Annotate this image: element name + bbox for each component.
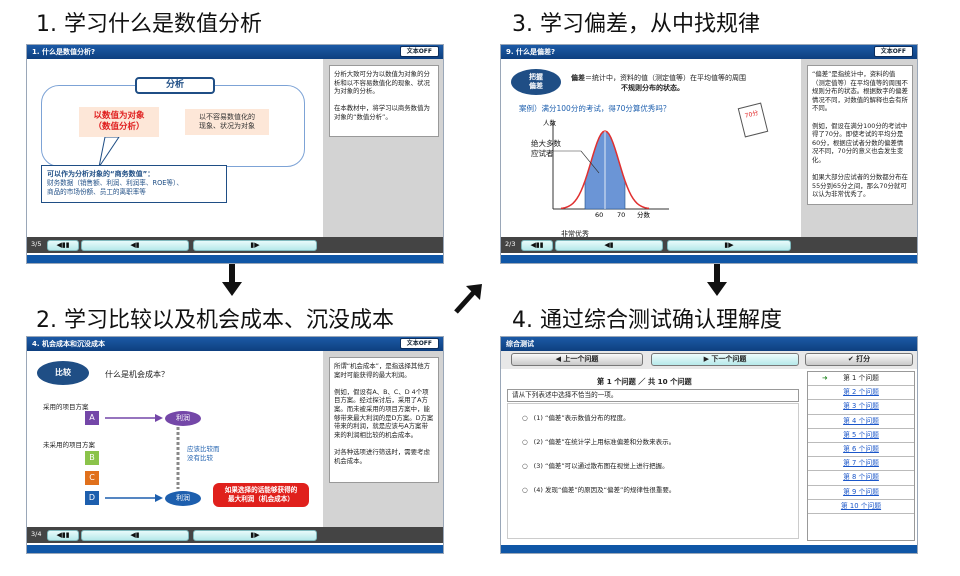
tick-70: 70 (617, 211, 625, 219)
tick-60: 60 (595, 211, 603, 219)
score-distribution-chart: 人数 60 70 分数 (531, 118, 669, 219)
text-off-button[interactable]: 文本OFF (399, 338, 439, 349)
analysis-header: 分析 (135, 77, 215, 94)
quiz-toolbar: ◀ 上一个问题 ▶ 下一个问题 ✔ 打分 (501, 351, 917, 369)
plan-c: C (85, 471, 99, 485)
plan-b: B (85, 451, 99, 465)
adopted-label: 采用的项目方案 (43, 403, 89, 411)
numerical-object-box: 以数值为对象 （数值分析） (79, 107, 159, 137)
text-off-button[interactable]: 文本OFF (399, 46, 439, 57)
question-prompt: 请从下列表述中选择不恰当的一项。 (507, 389, 799, 402)
option-4[interactable]: ○(4) 发现“偏差”的原因及“偏差”的规律性很重要。 (522, 486, 676, 494)
question-list-item[interactable]: 第 3 个问题 (808, 400, 914, 415)
screen-comprehensive-test: 综合测试 ◀ 上一个问题 ▶ 下一个问题 ✔ 打分 第 1 个问题 ／ 共 10… (500, 336, 918, 554)
next-question-button[interactable]: ▶ 下一个问题 (651, 353, 799, 366)
narration-notes: 所谓“机会成本”，是指选择其他方案时可能获得的最大利润。 例如，假设有A、B、C… (329, 357, 439, 483)
play-pause-button[interactable]: ◀▮▮ (521, 240, 553, 251)
screen-title-bar: 综合测试 (501, 337, 917, 351)
screen-title-bar: 1. 什么是数值分析?文本OFF (27, 45, 443, 59)
question-list-item[interactable]: ➜第 1 个问题 (808, 372, 914, 387)
profit-a: 利润 (165, 411, 201, 426)
deviation-definition: 偏差＝统计中，资料的值（测定值等）在平均值等的周围 (571, 74, 746, 82)
not-adopted-label: 未采用的项目方案 (43, 441, 95, 449)
question-text: 什么是机会成本？ (105, 370, 169, 379)
question-list: ➜第 1 个问题 第 2 个问题 第 3 个问题 第 4 个问题 第 5 个问题… (807, 371, 915, 541)
player-controls: 3/4 ◀▮▮ ◀▮ ▮▶ (27, 527, 443, 543)
x-axis-label: 分数 (637, 210, 651, 219)
plan-d: D (85, 491, 99, 505)
callout-pointer (98, 137, 120, 168)
question-list-item[interactable]: 第 5 个问题 (808, 429, 914, 443)
question-list-item[interactable]: 第 9 个问题 (808, 486, 914, 500)
next-button[interactable]: ▮▶ (193, 240, 317, 251)
next-button[interactable]: ▮▶ (193, 530, 317, 541)
question-list-item[interactable]: 第 4 个问题 (808, 415, 914, 429)
arrows-and-compare-line (105, 414, 180, 502)
page-indicator: 2/3 (505, 240, 516, 248)
previous-button[interactable]: ◀▮ (81, 530, 189, 541)
example-question: 案例）满分100分的考试，得70分算优秀吗？ (519, 104, 671, 113)
question-list-item[interactable]: 第 6 个问题 (808, 443, 914, 458)
question-list-item[interactable]: 第 8 个问题 (808, 471, 914, 486)
option-1[interactable]: ○(1) “偏差”表示数值分布的程度。 (522, 414, 630, 422)
play-pause-button[interactable]: ◀▮▮ (47, 240, 79, 251)
step-3-title: 3. 学习偏差，从中找规律 (512, 12, 761, 37)
step-2-title: 2. 学习比较以及机会成本、沉没成本 (36, 308, 395, 333)
profit-d: 利润 (165, 491, 201, 506)
previous-button[interactable]: ◀▮ (81, 240, 189, 251)
score-button[interactable]: ✔ 打分 (805, 353, 913, 366)
screen-title-bar: 9. 什么是偏差?文本OFF (501, 45, 917, 59)
screen-opportunity-cost: 4. 机会成本和沉没成本文本OFF 比较 什么是机会成本？ 采用的项目方案 未采… (26, 336, 444, 554)
step-4-title: 4. 通过综合测试确认理解度 (512, 308, 783, 333)
options-area: ○(1) “偏差”表示数值分布的程度。 ○(2) “偏差”在统计学上用标准偏差和… (507, 403, 799, 539)
option-2[interactable]: ○(2) “偏差”在统计学上用标准偏差和分数来表示。 (522, 438, 676, 446)
should-compare-label: 应该比较而 没有比较 (187, 445, 220, 462)
narration-notes: 分析大致可分为以数值为对象的分析和以不容易数值化的现象、状况为对象的分析。 在本… (329, 65, 439, 137)
screen-numerical-analysis: 1. 什么是数值分析?文本OFF 分析 以数值为对象 （数值分析） 以不容易数值… (26, 44, 444, 264)
most-examinees-label: 绝大多数 应试者 (531, 139, 561, 158)
down-arrow-icon (707, 264, 727, 296)
player-controls: 2/3 ◀▮▮ ◀▮ ▮▶ (501, 237, 917, 253)
player-controls: 3/5 ◀▮▮ ◀▮ ▮▶ (27, 237, 443, 253)
step-1-title: 1. 学习什么是数值分析 (36, 12, 263, 37)
prev-question-button[interactable]: ◀ 上一个问题 (511, 353, 643, 366)
compare-pill: 比较 (37, 361, 89, 385)
text-off-button[interactable]: 文本OFF (873, 46, 913, 57)
narration-notes: “偏差”是指统计中，资料的值（测定值等）在平均值等的周围不规则分布的状态。根据数… (807, 65, 913, 205)
option-3[interactable]: ○(3) “偏差”可以通过散布图在视觉上进行把握。 (522, 462, 669, 470)
page-indicator: 3/5 (31, 240, 42, 248)
grasp-deviation-pill: 把握 偏差 (511, 69, 561, 95)
question-list-item[interactable]: 第 2 个问题 (808, 386, 914, 401)
down-arrow-icon (222, 264, 242, 296)
opportunity-cost-callout: 如果选择的话能够获得的 最大利润（机会成本） (213, 483, 309, 507)
question-list-item[interactable]: 第 10 个问题 (808, 500, 914, 514)
next-button[interactable]: ▮▶ (667, 240, 791, 251)
business-value-callout: 可以作为分析对象的“商务数值”： 财务数据（销售额、利润、利润率、ROE等）、 … (41, 165, 227, 203)
screen-deviation: 9. 什么是偏差?文本OFF 把握 偏差 偏差＝统计中，资料的值（测定值等）在平… (500, 44, 918, 264)
play-pause-button[interactable]: ◀▮▮ (47, 530, 79, 541)
up-right-arrow-icon (454, 284, 482, 314)
non-numerical-object-box: 以不容易数值化的 现象、状况为对象 (185, 109, 269, 135)
excellent-label: 非常优秀 (561, 230, 589, 238)
y-axis-label: 人数 (543, 118, 557, 127)
plan-a: A (85, 411, 99, 425)
question-list-item[interactable]: 第 7 个问题 (808, 457, 914, 472)
previous-button[interactable]: ◀▮ (555, 240, 663, 251)
screen-title-bar: 4. 机会成本和沉没成本文本OFF (27, 337, 443, 351)
question-counter: 第 1 个问题 ／ 共 10 个问题 (597, 377, 692, 386)
page-indicator: 3/4 (31, 530, 42, 538)
test-paper-icon: 70分 (737, 102, 769, 138)
